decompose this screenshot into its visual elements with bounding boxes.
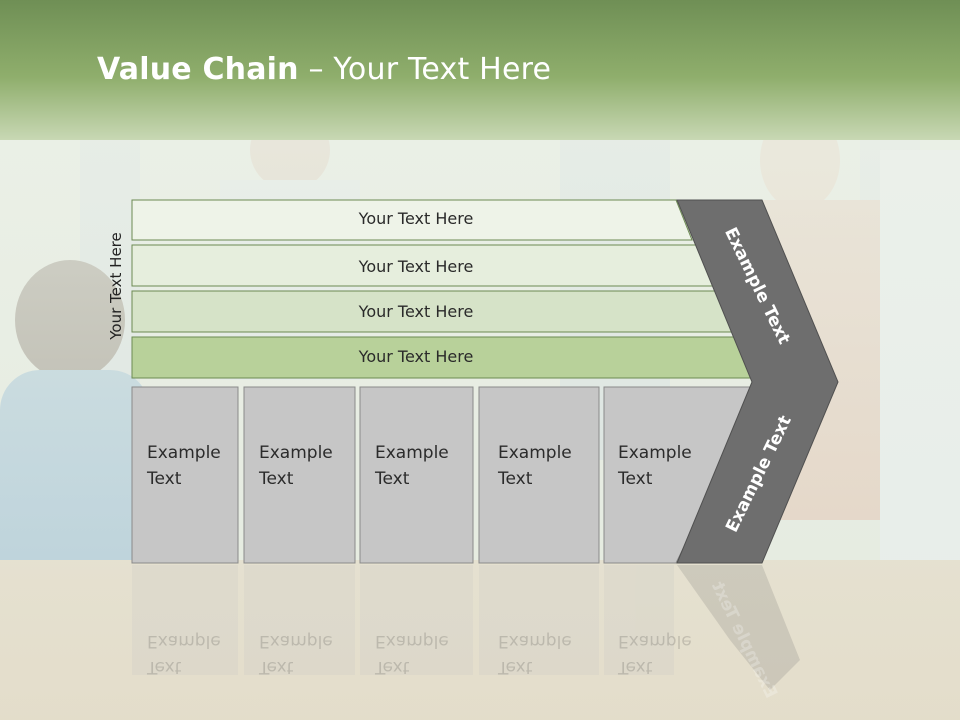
box-2-line2: Text [259, 469, 294, 489]
box-4-line2: Text [498, 469, 533, 489]
box-1-refl-line2: Text [147, 657, 182, 677]
bar-4-label: Your Text Here [358, 347, 474, 366]
box-5 [603, 386, 763, 564]
box-1-line2: Text [147, 469, 182, 489]
box-2-text: Example Text [259, 440, 359, 492]
box-3-refl-line2: Text [375, 657, 410, 677]
chevron-arrow [676, 199, 839, 564]
box-4-text: Example Text [498, 440, 598, 492]
box-4-refl-line2: Text [498, 657, 533, 677]
box-4 [478, 386, 600, 564]
box-1-reflection: Text Example [147, 628, 247, 680]
box-1 [131, 386, 239, 564]
box-2-line1: Example [259, 443, 333, 463]
box-5-line2: Text [618, 469, 653, 489]
bar-3-label: Your Text Here [358, 302, 474, 321]
bar-1-label: Your Text Here [358, 209, 474, 228]
slide-title: Value Chain – Your Text Here [97, 52, 551, 87]
title-bold: Value Chain [97, 52, 299, 87]
box-3-line2: Text [375, 469, 410, 489]
chevron-reflection [677, 565, 800, 690]
bar-2-label: Your Text Here [358, 257, 474, 276]
box-5-reflection: Text Example [618, 628, 718, 680]
title-rest: – Your Text Here [298, 52, 552, 87]
box-3-reflection: Text Example [375, 628, 475, 680]
box-3-line1: Example [375, 443, 449, 463]
box-4-line1: Example [498, 443, 572, 463]
box-5-refl-line2: Text [618, 657, 653, 677]
box-1-text: Example Text [147, 440, 247, 492]
box-2-reflection: Text Example [259, 628, 359, 680]
boxes-reflection [132, 565, 674, 675]
box-5-text: Example Text [618, 440, 718, 492]
box-1-refl-line1: Example [147, 631, 221, 651]
box-2-refl-line1: Example [259, 631, 333, 651]
box-3-refl-line1: Example [375, 631, 449, 651]
box-3 [359, 386, 474, 564]
box-1-line1: Example [147, 443, 221, 463]
box-4-refl-line1: Example [498, 631, 572, 651]
box-5-refl-line1: Example [618, 631, 692, 651]
box-5-line1: Example [618, 443, 692, 463]
box-4-reflection: Text Example [498, 628, 598, 680]
box-3-text: Example Text [375, 440, 475, 492]
box-2-refl-line2: Text [259, 657, 294, 677]
box-2 [243, 386, 356, 564]
bar-1 [131, 199, 693, 241]
vertical-label-text: Your Text Here [107, 232, 125, 340]
